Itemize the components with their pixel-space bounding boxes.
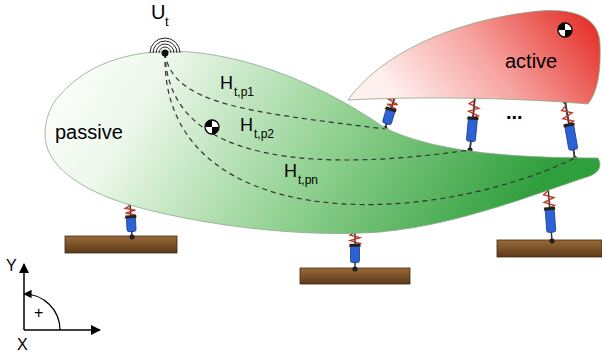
body-label: active — [505, 51, 557, 71]
ground-block — [497, 240, 602, 257]
damper-symbol — [464, 93, 480, 153]
rotation-sign: + — [34, 305, 43, 321]
damper-cap — [563, 122, 574, 127]
body-shape — [345, 5, 602, 108]
center-of-gravity — [205, 120, 219, 134]
x-axis — [24, 329, 100, 331]
transfer-symbol: H — [220, 74, 233, 92]
body-outline — [348, 10, 600, 104]
ground-blocks — [65, 236, 602, 284]
mount-eye — [129, 234, 134, 239]
rotation-arc — [24, 294, 60, 330]
source-subscript: t — [165, 15, 169, 28]
y-axis — [23, 264, 25, 330]
damper-symbol — [559, 98, 581, 163]
damper-cylinder — [545, 209, 556, 233]
damper-cylinder — [466, 118, 477, 142]
damper-symbol — [542, 183, 557, 244]
damper-cap — [125, 215, 136, 219]
damper-cylinder — [126, 217, 136, 232]
spring-damper-link — [464, 93, 480, 153]
ground-block — [65, 236, 177, 253]
damper-cap — [544, 207, 555, 211]
transfer-subscript: t,pn — [298, 174, 318, 186]
transfer-subscript: t,p1 — [234, 86, 254, 98]
mount-eye — [352, 266, 357, 271]
damper-cap — [385, 106, 396, 112]
damper-cap — [467, 116, 478, 120]
ellipsis: ... — [506, 102, 523, 122]
source-symbol: U — [151, 2, 165, 22]
damper-cap — [350, 244, 361, 247]
mount-eye — [549, 238, 555, 244]
damper-cylinder — [351, 246, 360, 263]
transfer-subscript: t,p2 — [254, 128, 274, 140]
center-of-gravity — [558, 23, 572, 37]
transfer-path — [165, 53, 385, 129]
body-label: passive — [55, 122, 123, 142]
damper-cylinder — [565, 125, 578, 151]
excitation-source — [150, 38, 180, 57]
axis-label: Y — [6, 258, 17, 274]
axes — [24, 264, 100, 330]
transfer-symbol: H — [284, 162, 297, 180]
ground-damper — [542, 183, 557, 244]
spring-damper-link — [559, 98, 581, 163]
spring-coil — [350, 232, 360, 249]
active-body: active — [345, 5, 602, 108]
spring-coil — [125, 205, 136, 220]
transfer-symbol: H — [240, 116, 253, 134]
axis-label: X — [17, 337, 28, 353]
